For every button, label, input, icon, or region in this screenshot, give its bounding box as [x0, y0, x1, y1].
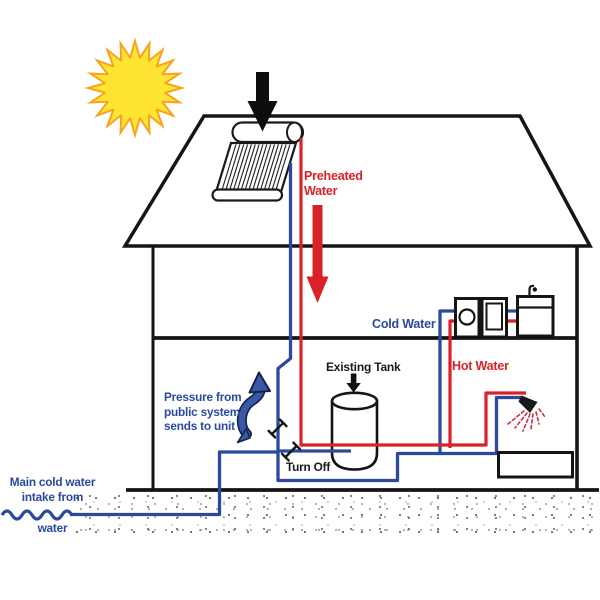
cold-distribution-pipe [276, 395, 522, 483]
tank-top [330, 391, 379, 411]
preheated-water-label: Preheated Water [304, 169, 363, 198]
water-tank [330, 391, 379, 471]
preheated-main-pipe [299, 138, 526, 447]
cold-water-label: Cold Water [372, 317, 436, 331]
preheated-flow-arrow-icon [306, 205, 329, 303]
collector-manifold [211, 188, 284, 202]
cold-riser-to-collector [276, 163, 293, 453]
shower-spray-icon [507, 408, 546, 432]
washer-door-icon [458, 308, 476, 326]
sun-icon [84, 37, 186, 139]
tank-body [330, 401, 379, 471]
water-wave-icon [0, 509, 74, 521]
faucet-tip [532, 287, 537, 292]
hot-water-label: Hot Water [452, 359, 509, 373]
sink-icon [516, 295, 555, 338]
hot-riser-to-appliances [448, 319, 518, 448]
turn-off-label: Turn Off [286, 460, 331, 474]
collector-tubes [221, 144, 291, 191]
shutoff-valve-icon [267, 418, 288, 439]
sunlight-arrow-icon [247, 72, 278, 132]
appliances [454, 284, 555, 339]
turn-off-valve-icon [280, 441, 302, 462]
sun-disc [105, 58, 165, 118]
main-intake-water-label: water [37, 521, 68, 535]
shower-head-icon [518, 395, 538, 413]
shower [507, 395, 546, 432]
faucet-icon [528, 284, 535, 296]
cold-water-pipes [0, 163, 522, 521]
pressure-arrow-tail [236, 428, 251, 444]
pressure-note-label: Pressure from public system sends to uni… [164, 390, 242, 434]
tank-pointer-arrow-icon [346, 373, 361, 393]
existing-tank-label: Existing Tank [326, 359, 401, 374]
main-intake-label: Main cold water intake from [9, 475, 96, 504]
dishwasher-door-icon [485, 302, 503, 331]
pressure-arrow-head [248, 371, 271, 394]
pressure-arrow-icon [236, 371, 271, 444]
main-intake-pipe [70, 450, 277, 517]
collector-tank-end [286, 121, 303, 144]
bathtub [497, 451, 574, 479]
solar-collector [211, 121, 305, 202]
pressure-arrow-body [238, 387, 264, 438]
